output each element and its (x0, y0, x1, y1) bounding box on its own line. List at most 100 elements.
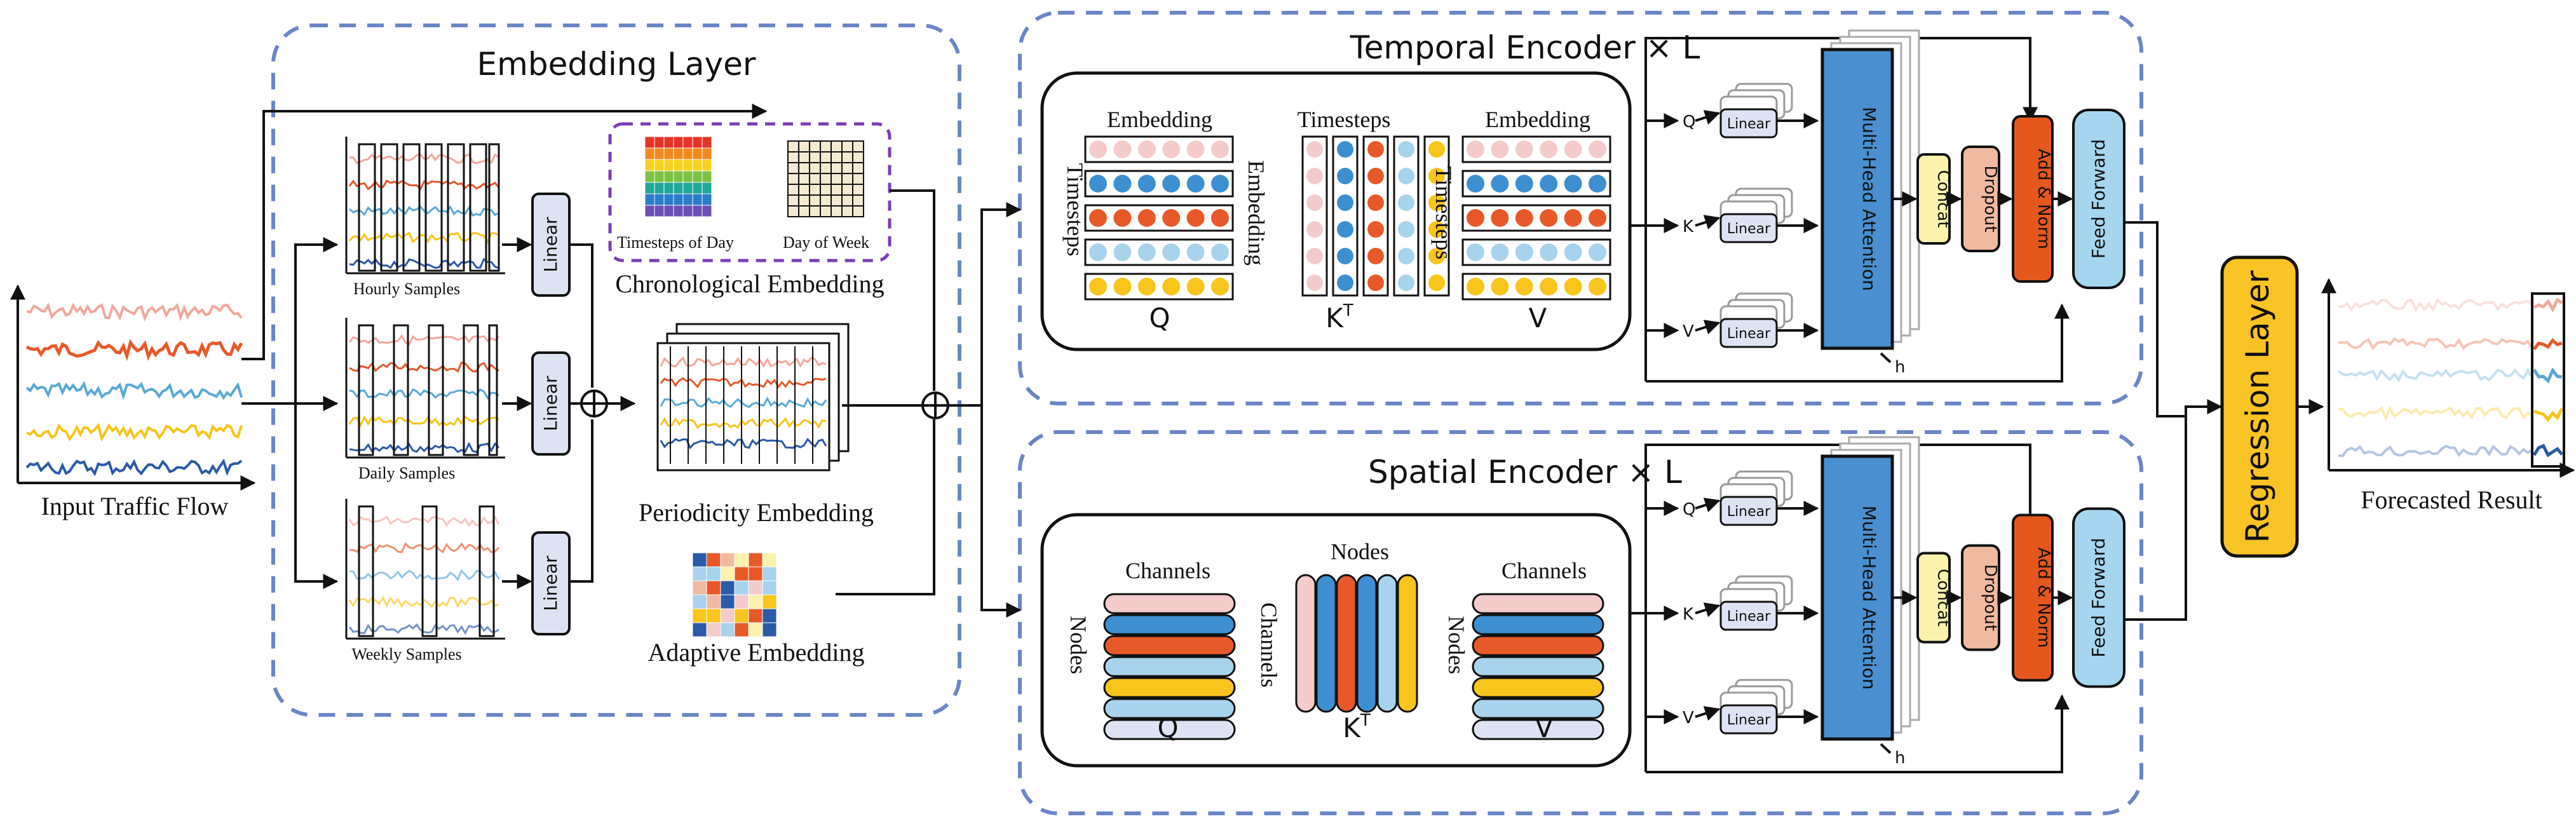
attention-input-label: V (1683, 709, 1694, 728)
tod-cell (702, 136, 712, 149)
attention-input-label: Q (1683, 112, 1695, 132)
adaptive-cell (734, 594, 749, 609)
matrix-dot (1367, 248, 1384, 264)
tod-cell (654, 193, 665, 206)
matrix-dot (1137, 140, 1156, 158)
matrix-dot (1540, 278, 1558, 295)
tod-cell (673, 136, 684, 149)
attention-linear-label: Linear (1727, 609, 1771, 625)
periodic-sum-node (580, 390, 608, 417)
output-history-series (2338, 405, 2533, 421)
matrix-row (1461, 135, 1611, 163)
matrix-dot (1162, 175, 1181, 193)
adaptive-cell (706, 552, 721, 567)
sample-window (447, 143, 465, 272)
tod-cell (663, 182, 674, 194)
daily-linear-label: Linear (540, 376, 561, 431)
dropout-label: Dropout (1981, 564, 2000, 631)
adaptive-cell (762, 622, 777, 637)
plot-series (348, 595, 499, 609)
matrix-pill-col (1376, 574, 1398, 713)
regression-layer-block: Regression Layer (2220, 255, 2299, 558)
output-forecast-series (2533, 337, 2563, 351)
mha-box (1820, 454, 1894, 741)
dow-cell (798, 184, 810, 196)
tod-cell (702, 193, 712, 206)
adaptive-cell (692, 608, 707, 623)
tod-cell (644, 170, 655, 183)
matrix-dot (1467, 243, 1484, 261)
adaptive-cell (692, 566, 707, 581)
matrix-pill-row (1472, 719, 1604, 740)
dow-cell (830, 151, 843, 163)
output-history-series (2338, 444, 2533, 458)
linear-sum-connectors (569, 243, 593, 583)
attention-input-label: K (1683, 605, 1694, 624)
dow-cell (852, 205, 864, 217)
sample-window (393, 324, 409, 456)
matrix-row (1084, 238, 1234, 266)
matrix-pill-row (1103, 677, 1236, 698)
dow-cell (809, 151, 821, 163)
dow-cell (820, 151, 832, 163)
sample-window (469, 143, 487, 272)
matrix-dot (1428, 248, 1445, 264)
dow-cell (787, 140, 799, 153)
matrix-row (1084, 135, 1234, 163)
adaptive-cell (762, 566, 777, 581)
adaptive-cell (706, 566, 721, 581)
tod-cell (692, 147, 703, 160)
plot-series (349, 542, 500, 553)
matrix-pill-row (1472, 698, 1604, 719)
dow-cell (820, 194, 832, 207)
weekly-linear-block: Linear (531, 531, 571, 635)
matrix-pill-row (1103, 656, 1236, 677)
day-of-week-label: Day of Week (783, 233, 869, 252)
dow-cell (787, 162, 799, 174)
attention-linear-box (1719, 600, 1778, 631)
dow-cell (852, 151, 864, 163)
attention-connector (1695, 602, 1721, 618)
adaptive-cell (748, 580, 763, 595)
matrix-pill-row (1472, 635, 1604, 656)
matrix-pill-row (1472, 677, 1604, 698)
matrix-dot (1306, 248, 1323, 264)
dow-cell (787, 151, 799, 163)
dow-cell (841, 194, 853, 207)
matrix-dot (1491, 243, 1509, 261)
daily-samples-plot (345, 318, 505, 459)
tod-cell (682, 182, 693, 194)
adaptive-cell (692, 622, 707, 637)
dow-cell (798, 173, 810, 185)
adaptive-cell (720, 552, 735, 567)
temporal-q-name: Q (1149, 302, 1170, 334)
matrix-dot (1137, 278, 1156, 295)
attention-input-label: K (1683, 217, 1694, 236)
matrix-dot (1428, 221, 1445, 238)
adaptive-cell (720, 622, 735, 637)
dow-cell (830, 205, 843, 217)
plot-series (348, 515, 500, 527)
sample-window (358, 505, 374, 637)
matrix-row (1461, 204, 1611, 232)
embedding-to-encoders-connectors (948, 202, 1022, 618)
matrix-dot (1306, 194, 1323, 211)
matrix-dot (1515, 209, 1533, 227)
svg-text:KT: KT (1325, 301, 1353, 334)
dow-cell (830, 140, 843, 153)
mha-heads-label: h (1895, 749, 1905, 768)
matrix-dot (1367, 221, 1384, 238)
matrix-dot (1398, 248, 1414, 264)
spatial-encoder-frame (1018, 430, 2143, 815)
temporal-q-side-label: Timesteps (1062, 163, 1088, 257)
spatial-kt-matrix (1295, 574, 1418, 713)
tod-cell (682, 170, 693, 183)
matrix-dot (1491, 140, 1509, 158)
matrix-dot (1540, 243, 1558, 261)
tod-cell (673, 182, 684, 194)
temporal-v-matrix (1461, 135, 1611, 301)
matrix-dot (1540, 209, 1558, 227)
input-series-yellow (26, 423, 243, 442)
